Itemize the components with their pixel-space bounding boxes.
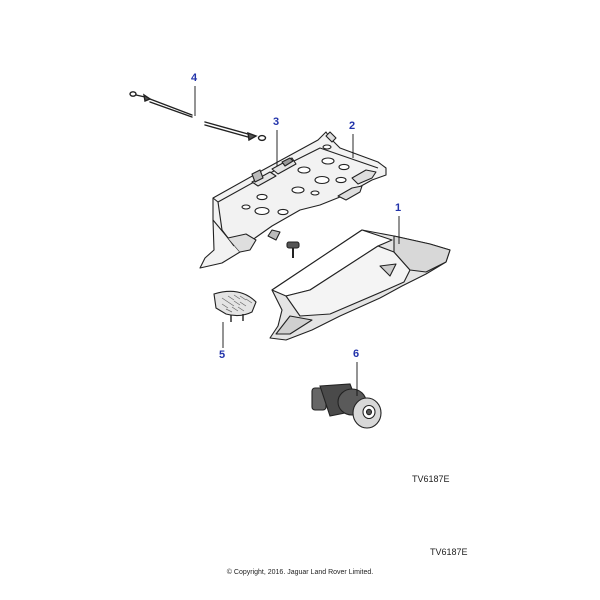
callout-number-5: 5 — [219, 349, 226, 361]
cable-strap-part — [129, 91, 267, 142]
screw-part — [286, 241, 300, 258]
callout-number-3: 3 — [273, 116, 280, 128]
callout-number-6: 6 — [353, 348, 360, 360]
callout-number-4: 4 — [191, 72, 198, 84]
lamp-switch-part — [311, 383, 382, 429]
callout-number-2: 2 — [349, 120, 356, 132]
illustration-reference-code-footer: TV6187E — [430, 547, 468, 557]
mat-insert-part — [213, 290, 257, 322]
callout-number-1: 1 — [395, 202, 402, 214]
illustration-reference-code: TV6187E — [412, 474, 450, 484]
glovebox-housing-part — [199, 131, 387, 269]
glovebox-bin-part — [269, 229, 451, 341]
copyright-notice: © Copyright, 2016. Jaguar Land Rover Lim… — [226, 569, 374, 576]
callout-leader-lines — [194, 86, 400, 396]
